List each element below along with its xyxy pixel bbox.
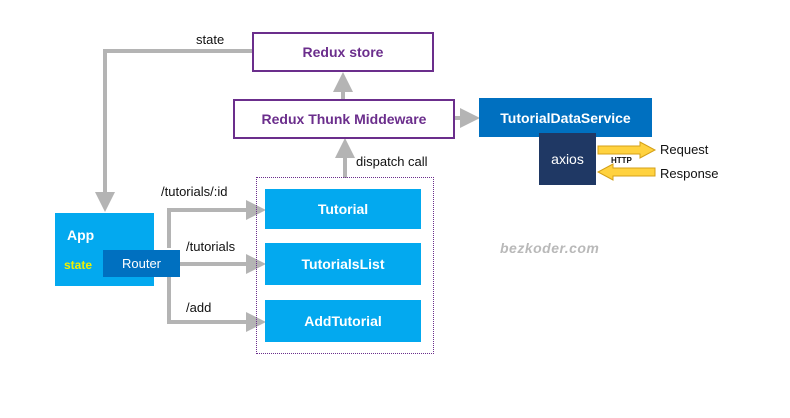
- tutorials-list-component-box: TutorialsList: [265, 243, 421, 285]
- app-state-label: state: [64, 258, 93, 272]
- route-label-tutorial: /tutorials/:id: [161, 184, 228, 199]
- http-label: HTTP: [611, 156, 632, 165]
- redux-store-box: Redux store: [252, 32, 434, 72]
- tutorial-component-label: Tutorial: [317, 201, 369, 217]
- dispatch-call-label: dispatch call: [356, 154, 428, 169]
- tutorial-component-box: Tutorial: [265, 189, 421, 229]
- tutorial-data-service-label: TutorialDataService: [500, 109, 631, 126]
- request-label: Request: [660, 142, 709, 157]
- router-label: Router: [121, 256, 162, 271]
- router-box: Router: [103, 250, 180, 277]
- tutorial-data-service-box: TutorialDataService: [479, 98, 652, 137]
- state-edge-label: state: [196, 32, 225, 47]
- route-label-add-tutorial: /add: [186, 300, 212, 315]
- components-container: [256, 177, 434, 354]
- route-arrow-tutorial: [167, 200, 266, 248]
- watermark: bezkoder.com: [500, 240, 600, 256]
- redux-store-label: Redux store: [302, 44, 384, 60]
- axios-box: axios: [539, 133, 596, 185]
- request-arrow: [597, 141, 657, 159]
- add-tutorial-component-label: AddTutorial: [304, 313, 382, 329]
- response-arrow: [596, 163, 656, 181]
- route-arrow-add-tutorial: [167, 276, 266, 332]
- redux-thunk-middleware-label: Redux Thunk Middeware: [261, 111, 427, 127]
- axios-label: axios: [551, 151, 584, 167]
- route-label-tutorials-list: /tutorials: [186, 239, 236, 254]
- tutorials-list-component-label: TutorialsList: [301, 256, 385, 272]
- redux-thunk-middleware-box: Redux Thunk Middeware: [233, 99, 455, 139]
- app-title: App: [67, 227, 95, 243]
- response-label: Response: [660, 166, 719, 181]
- add-tutorial-component-box: AddTutorial: [265, 300, 421, 342]
- state-arrow: [95, 49, 252, 212]
